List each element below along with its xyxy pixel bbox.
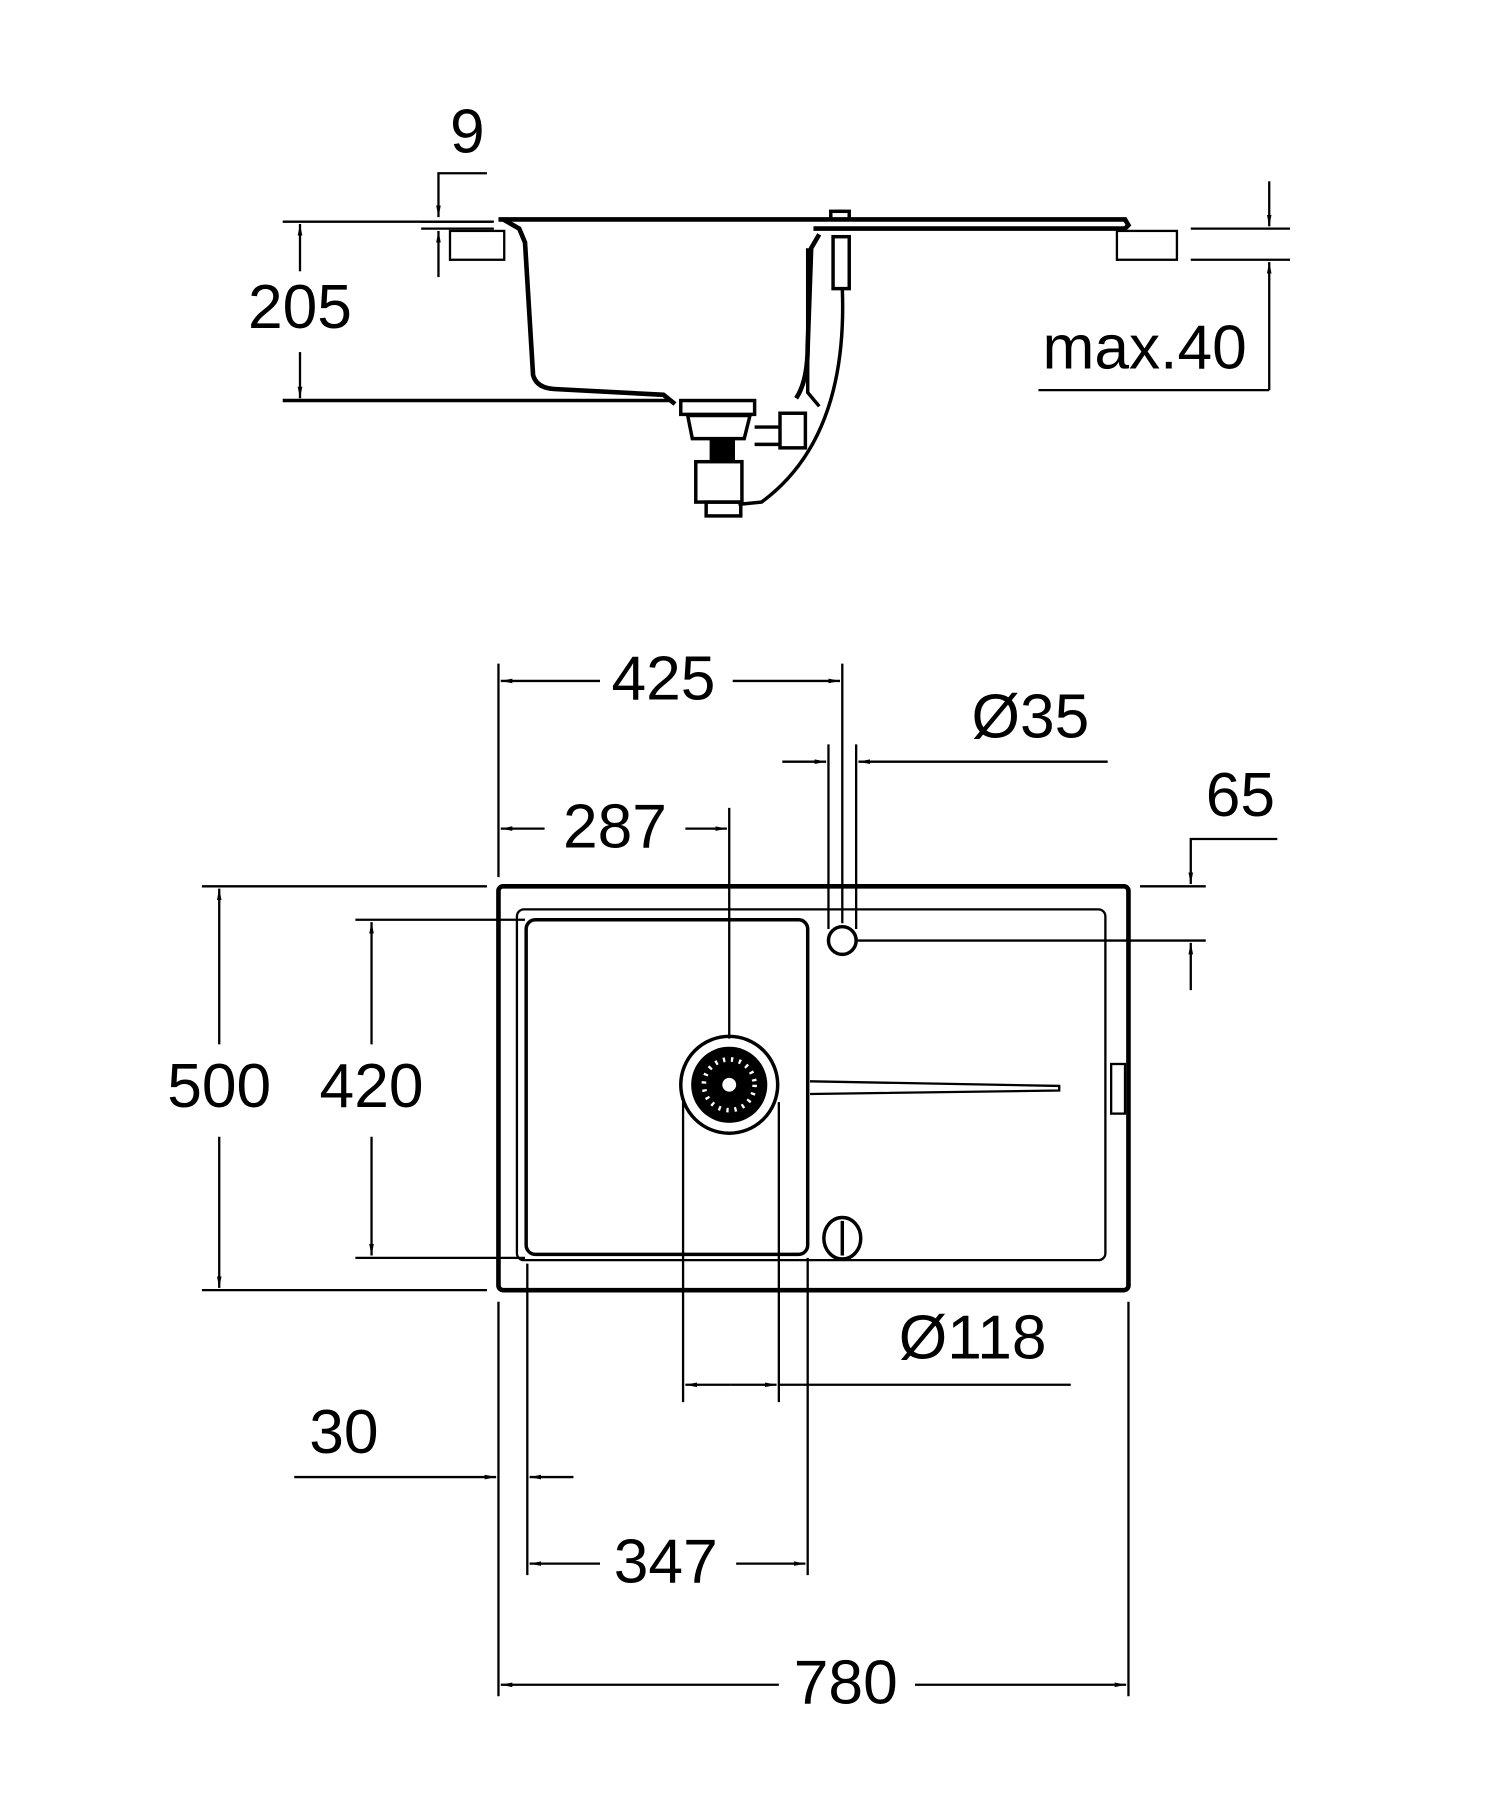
- bowl-profile: [501, 217, 822, 406]
- drain-strainer: [679, 1034, 780, 1135]
- top-view: 425 Ø35 65 287 500 420 Ø11: [167, 645, 1278, 1718]
- bowl: [524, 918, 810, 1257]
- overflow-slot: [1109, 1062, 1127, 1115]
- dim-overall-depth: 500: [167, 1052, 271, 1121]
- drain-assembly: [679, 234, 851, 518]
- sink-outline: [496, 883, 1131, 1293]
- dim-rim-width: 30: [309, 1398, 378, 1467]
- sink-rim-profile: [498, 217, 1132, 231]
- dim-drain-diameter: Ø118: [899, 1304, 1047, 1373]
- dim-bowl-depth: 420: [320, 1052, 424, 1121]
- dim-drain-offset: 287: [563, 792, 667, 861]
- overflow: [822, 1215, 863, 1261]
- dim-overall-width: 780: [794, 1649, 898, 1718]
- dim-tap-offset: 425: [611, 645, 715, 714]
- dim-tap-hole-from-edge: 65: [1206, 761, 1275, 830]
- countertop-right-hatch: [1115, 229, 1179, 261]
- countertop-left-hatch: [448, 229, 506, 261]
- dim-tap-hole-diameter: Ø35: [972, 683, 1090, 752]
- inner-rim: [515, 908, 1107, 1262]
- dim-rim-thickness: 9: [450, 98, 485, 167]
- drainboard-groove: [809, 1080, 1061, 1096]
- dim-bowl-width: 347: [614, 1527, 718, 1596]
- dim-depth: 205: [248, 273, 352, 342]
- tap-hole: [826, 924, 858, 957]
- tap-boss: [829, 209, 851, 222]
- side-view: 9 205 max.40: [248, 98, 1290, 518]
- dim-countertop-thickness: max.40: [1042, 314, 1246, 383]
